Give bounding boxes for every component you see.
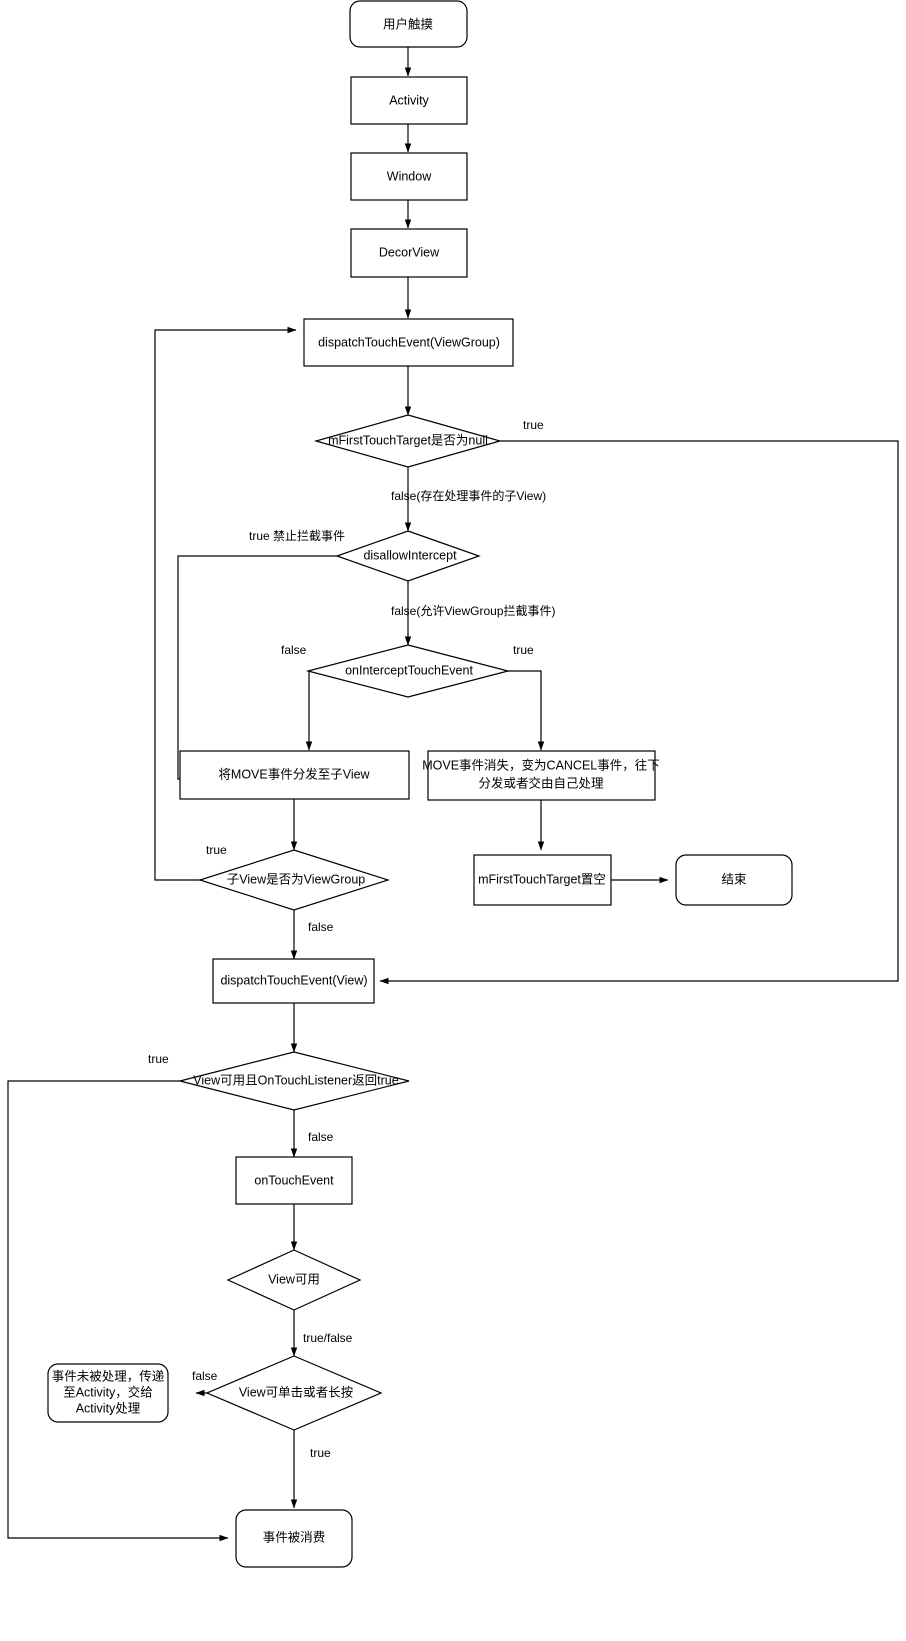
edge-onintercept-true-movecancel <box>478 670 545 751</box>
node-clear-first-touch-target[interactable]: mFirstTouchTarget置空 <box>473 854 612 906</box>
node-user-touch[interactable]: 用户触摸 <box>349 0 468 48</box>
node-child-is-viewgroup-shape <box>198 849 390 911</box>
node-event-consumed-label: 事件被消费 <box>263 1530 326 1544</box>
node-dispatch-move-to-child-shape <box>179 750 410 800</box>
node-activity-shape <box>350 76 468 125</box>
edge-label-clickable-true: true <box>310 1446 331 1460</box>
edge-label-disallow-intercept-true: true 禁止拦截事件 <box>249 529 345 543</box>
node-on-intercept-touch-event-shape <box>305 644 511 698</box>
node-dispatch-viewgroup-shape <box>303 318 514 367</box>
node-on-touch-event[interactable]: onTouchEvent <box>235 1156 353 1205</box>
node-user-touch-shape <box>349 0 468 48</box>
node-view-clickable-label: View可单击或者长按 <box>239 1385 353 1399</box>
node-clear-first-touch-target-label: mFirstTouchTarget置空 <box>478 872 606 886</box>
node-on-intercept-touch-event[interactable]: onInterceptTouchEvent <box>305 644 511 698</box>
node-view-clickable-or-longclickable[interactable]: View可单击或者长按 <box>205 1355 383 1431</box>
node-dispatch-view-label: dispatchTouchEvent(View) <box>220 973 367 987</box>
node-disallow-intercept-shape <box>335 530 481 582</box>
node-dispatch-move-to-child-label: 将MOVE事件分发至子View <box>218 766 370 781</box>
node-decorview[interactable]: DecorView <box>350 228 468 278</box>
node-view-enabled-shape <box>226 1249 362 1311</box>
node-move-becomes-cancel[interactable]: MOVE事件消失，变为CANCEL事件，往下 分发或者交由自己处理 <box>422 750 660 801</box>
node-user-touch-label: 用户触摸 <box>383 16 433 31</box>
node-decorview-label: DecorView <box>379 245 440 259</box>
node-move-becomes-cancel-line2: 分发或者交由自己处理 <box>478 775 604 790</box>
node-dispatch-viewgroup-label: dispatchTouchEvent(ViewGroup) <box>318 335 500 349</box>
edge-childviewgroup-true-dispatchvg <box>154 326 297 881</box>
node-move-becomes-cancel-line1: MOVE事件消失，变为CANCEL事件，往下 <box>422 757 660 772</box>
node-event-consumed[interactable]: 事件被消费 <box>235 1509 353 1568</box>
node-event-unhandled-shape <box>47 1363 169 1423</box>
node-on-intercept-touch-event-label: onInterceptTouchEvent <box>345 663 473 677</box>
node-activity-label: Activity <box>389 93 429 107</box>
node-event-unhandled-line3: Activity处理 <box>76 1401 141 1415</box>
edge-label-listener-false: false <box>308 1130 334 1144</box>
node-event-unhandled-line1: 事件未被处理，传递 <box>52 1368 165 1383</box>
node-dispatch-touch-event-viewgroup[interactable]: dispatchTouchEvent(ViewGroup) <box>303 318 514 367</box>
node-dispatch-touch-event-view[interactable]: dispatchTouchEvent(View) <box>212 958 375 1004</box>
edge-label-listener-true: true <box>148 1052 169 1066</box>
node-on-touch-event-shape <box>235 1156 353 1205</box>
node-event-consumed-shape <box>235 1509 353 1568</box>
edge-label-intercept-false: false <box>281 643 307 657</box>
node-child-is-viewgroup[interactable]: 子View是否为ViewGroup <box>198 849 390 911</box>
node-dispatch-move-to-child[interactable]: 将MOVE事件分发至子View <box>179 750 410 800</box>
node-view-clickable-shape <box>205 1355 383 1431</box>
node-window-label: Window <box>387 169 432 183</box>
edge-label-first-touch-target-false: false(存在处理事件的子View) <box>391 488 546 503</box>
node-view-enabled-label: View可用 <box>268 1272 320 1286</box>
node-view-enabled-and-listener-true-label: View可用且OnTouchListener返回true <box>193 1073 398 1087</box>
node-first-touch-target-null-label: mFirstTouchTarget是否为null <box>328 433 488 447</box>
node-event-unhandled[interactable]: 事件未被处理，传递 至Activity，交给 Activity处理 <box>47 1363 169 1423</box>
node-disallow-intercept[interactable]: disallowIntercept <box>335 530 481 582</box>
node-disallow-intercept-label: disallowIntercept <box>363 548 457 562</box>
node-move-becomes-cancel-shape <box>427 750 656 801</box>
edge-label-view-enabled-result: true/false <box>303 1331 353 1345</box>
node-first-touch-target-null-shape <box>313 414 503 468</box>
node-event-unhandled-line2: 至Activity，交给 <box>63 1384 153 1399</box>
node-child-is-viewgroup-label: 子View是否为ViewGroup <box>227 872 366 886</box>
edge-disallowintercept-true-dispatchmove <box>177 555 337 783</box>
node-view-enabled-and-listener-true-shape <box>179 1051 410 1111</box>
edge-label-disallow-intercept-false: false(允许ViewGroup拦截事件) <box>391 603 556 618</box>
node-window-shape <box>350 152 468 201</box>
edge-onintercept-false-dispatchmove <box>305 670 338 751</box>
node-view-enabled[interactable]: View可用 <box>226 1249 362 1311</box>
edge-label-child-viewgroup-false: false <box>308 920 334 934</box>
edge-label-clickable-false: false <box>192 1369 218 1383</box>
node-activity[interactable]: Activity <box>350 76 468 125</box>
edge-label-child-viewgroup-true: true <box>206 843 227 857</box>
node-on-touch-event-label: onTouchEvent <box>254 1173 334 1187</box>
node-view-enabled-and-listener-true[interactable]: View可用且OnTouchListener返回true <box>179 1051 410 1111</box>
node-end-shape <box>675 854 793 906</box>
node-dispatch-view-shape <box>212 958 375 1004</box>
node-window[interactable]: Window <box>350 152 468 201</box>
edge-label-intercept-true: true <box>513 643 534 657</box>
node-end-label: 结束 <box>721 872 747 886</box>
node-first-touch-target-null[interactable]: mFirstTouchTarget是否为null <box>313 414 503 468</box>
edge-label-first-touch-target-true: true <box>523 418 544 432</box>
edge-firsttouchtarget-true-dispatchview <box>379 440 899 985</box>
edge-listener-true-consumed <box>7 1080 229 1542</box>
node-end[interactable]: 结束 <box>675 854 793 906</box>
node-clear-first-touch-target-shape <box>473 854 612 906</box>
node-decorview-shape <box>350 228 468 278</box>
